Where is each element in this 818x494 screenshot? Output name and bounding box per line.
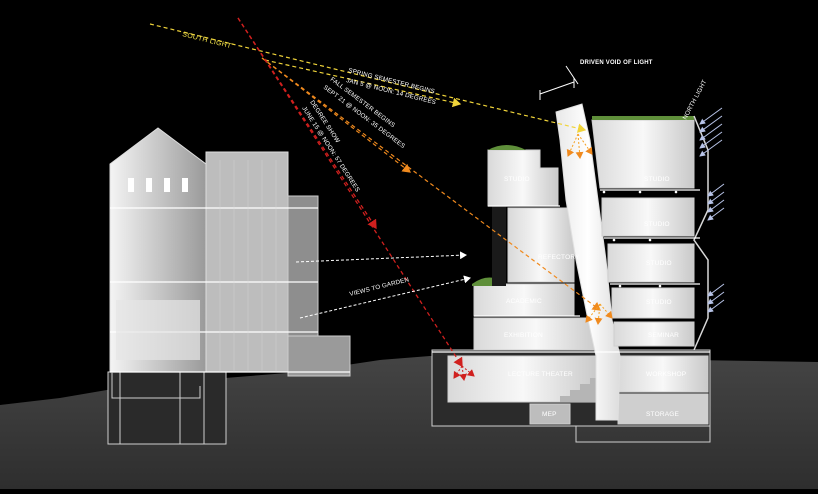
garden-view-arrows — [295, 251, 471, 319]
room-studio-3 — [607, 243, 695, 283]
label-workshop: WORKSHOP — [646, 371, 686, 378]
label-refectory: REFECTORY — [538, 254, 580, 261]
north-light-label: NORTH LIGHT — [682, 79, 709, 121]
south-light-label: SOUTH LIGHT — [182, 31, 233, 50]
fall-ray — [261, 57, 601, 311]
sun-rays — [149, 17, 613, 381]
label-lecture-theater: LECTURE THEATER — [508, 371, 573, 378]
room-academic — [473, 283, 575, 317]
light-void — [555, 103, 621, 421]
views-to-garden-label: VIEWS TO GARDEN — [349, 276, 410, 298]
degree-note-2: JUNE 15 @ NOON: 57 DEGREES — [300, 105, 361, 193]
label-studio-5: STUDIO — [646, 299, 672, 306]
room-storage — [617, 393, 709, 425]
label-exhibition: EXHIBITION — [504, 332, 543, 339]
new-building — [431, 103, 711, 443]
label-storage: STORAGE — [646, 411, 680, 418]
label-studio-1: STUDIO — [504, 176, 530, 183]
label-academic: ACADEMIC — [506, 298, 542, 305]
label-studio-4: STUDIO — [646, 260, 672, 267]
room-exhibition — [473, 317, 599, 351]
room-studio-4 — [611, 287, 695, 319]
room-seminar — [613, 321, 695, 347]
spring-ray — [149, 23, 587, 133]
driven-void-label: DRIVEN VOID OF LIGHT — [580, 60, 653, 66]
room-studio-2 — [601, 197, 695, 237]
degree-ray — [237, 17, 463, 368]
label-mep: MEP — [542, 411, 557, 418]
label-seminar: SEMINAR — [648, 332, 679, 339]
label-studio-3: STUDIO — [644, 221, 670, 228]
room-workshop — [617, 355, 709, 393]
room-mep — [529, 403, 571, 425]
room-refectory — [507, 207, 575, 283]
room-studio-top — [591, 119, 695, 189]
label-studio-2: STUDIO — [644, 176, 670, 183]
north-light-rays — [699, 107, 725, 313]
void-dimension — [539, 65, 579, 100]
existing-building — [107, 127, 351, 445]
